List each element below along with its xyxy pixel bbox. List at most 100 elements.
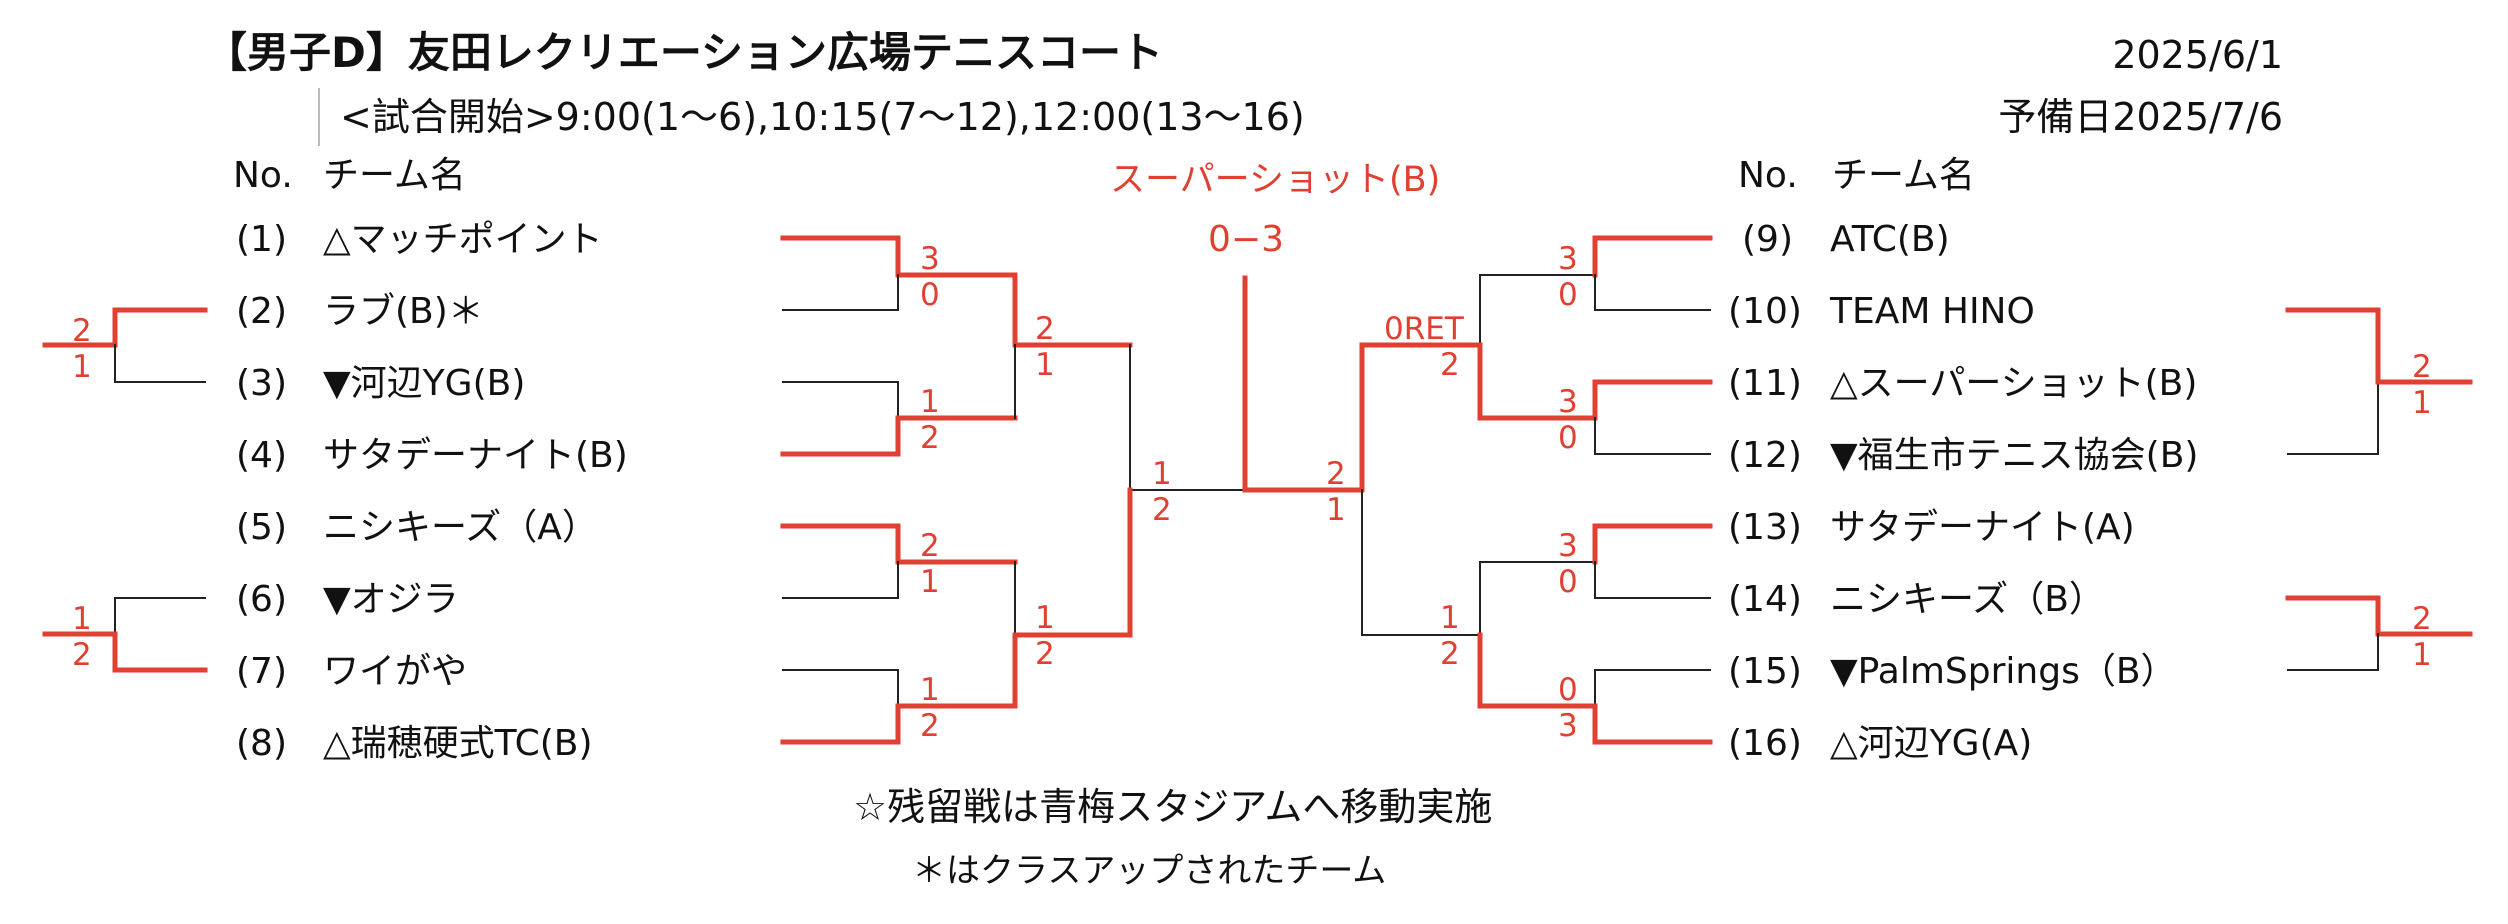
bracket-line [2287, 381, 2379, 455]
bracket-line-win [1012, 272, 1133, 348]
score-label: 1 [920, 384, 940, 420]
score-label: 1 [1326, 492, 1346, 528]
score-label: 2 [2412, 601, 2432, 637]
bracket-line [114, 344, 206, 383]
team-number: (3) [236, 363, 287, 404]
bracket-line [1361, 489, 1481, 636]
team-number: (10) [1728, 291, 1802, 332]
bracket-line-win [780, 703, 1018, 745]
team-name: △河辺YG(A) [1830, 723, 2033, 764]
bracket-line [1594, 417, 1711, 455]
bracket-line [782, 561, 899, 599]
bracket-line [1594, 669, 1711, 707]
bracket-line-win [1592, 235, 1713, 278]
team-name: △瑞穂硬式TC(B) [323, 723, 593, 764]
score-label: 2 [1440, 347, 1460, 383]
score-label: 0 [1558, 564, 1578, 600]
score-label: 3 [1558, 384, 1578, 420]
bracket-line-win [780, 523, 1018, 565]
team-number: (1) [236, 219, 287, 260]
score-label: 1 [1152, 456, 1172, 492]
team-number: (14) [1728, 579, 1802, 620]
left-no-header: No. [233, 155, 293, 196]
team-number: (8) [236, 723, 287, 764]
bracket-line [1479, 561, 1596, 636]
score-label: 2 [72, 313, 92, 349]
score-label: 1 [920, 672, 940, 708]
score-label: 1 [72, 349, 92, 385]
final-score: 0−3 [1208, 219, 1284, 260]
team-number: (4) [236, 435, 287, 476]
team-name: サタデーナイト(B) [323, 435, 628, 476]
bracket-line-win [1359, 342, 1483, 493]
bracket-line-win [780, 235, 1018, 278]
bracket-line-win [1592, 379, 1713, 421]
bracket-line [782, 381, 899, 419]
right-no-header: No. [1738, 155, 1798, 196]
team-number: (9) [1742, 219, 1793, 260]
team-number: (12) [1728, 435, 1802, 476]
score-label: 1 [72, 601, 92, 637]
score-label: 2 [1440, 636, 1460, 672]
right-team-header: チーム名 [1832, 155, 1975, 196]
class-up-note: ＊はクラスアップされたチーム [912, 851, 1387, 891]
score-label: 0 [1558, 277, 1578, 313]
team-number: (7) [236, 651, 287, 692]
team-name: TEAM HINO [1830, 291, 2035, 332]
team-number: (2) [236, 291, 287, 332]
team-number: (6) [236, 579, 287, 620]
score-label: 2 [920, 528, 940, 564]
score-label: 0RET [1384, 311, 1464, 347]
score-label: 2 [2412, 349, 2432, 385]
bracket-line-win [1477, 342, 1598, 421]
team-number: (16) [1728, 723, 1802, 764]
team-name: ▼河辺YG(B) [323, 363, 526, 404]
score-label: 0 [1558, 420, 1578, 456]
team-name: ▼オジラ [323, 579, 459, 620]
score-label: 1 [2412, 637, 2432, 673]
score-label: 3 [1558, 241, 1578, 277]
team-number: (5) [236, 507, 287, 548]
score-label: 1 [2412, 385, 2432, 421]
bracket-line [2287, 633, 2379, 671]
score-label: 1 [1035, 600, 1055, 636]
team-name: ニシキーズ（B） [1830, 579, 2105, 620]
score-label: 1 [1440, 600, 1460, 636]
bracket-line [782, 669, 899, 707]
score-label: 2 [1152, 492, 1172, 528]
left-team-header: チーム名 [323, 155, 466, 196]
bracket-line [1594, 274, 1711, 311]
bracket-line-win [1592, 523, 1713, 565]
bracket-line [1594, 561, 1711, 599]
team-name: ATC(B) [1830, 219, 1950, 260]
score-label: 1 [1035, 347, 1055, 383]
subtitle-divider [318, 88, 320, 146]
score-label: 2 [1035, 636, 1055, 672]
team-name: サタデーナイト(A) [1830, 507, 2135, 548]
tournament-date: 2025/6/1 [2112, 33, 2283, 77]
team-name: ▼PalmSprings（B） [1830, 651, 2177, 692]
score-label: 2 [920, 420, 940, 456]
score-label: 3 [1558, 708, 1578, 744]
team-name: △スーパーショット(B) [1830, 363, 2198, 404]
score-label: 3 [1558, 528, 1578, 564]
score-label: 1 [920, 564, 940, 600]
team-name: △マッチポイント [323, 219, 603, 260]
team-name: ラブ(B)＊ [323, 291, 484, 332]
reserve-date: 予備日2025/7/6 [1998, 95, 2283, 139]
bracket-line-win [1477, 632, 1598, 709]
team-number: (15) [1728, 651, 1802, 692]
bracket-line-win [1592, 703, 1713, 745]
bracket-line-win [42, 307, 208, 348]
bracket-line [114, 597, 206, 635]
start-times: <試合開始>9:00(1～6),10:15(7～12),12:00(13～16) [340, 95, 1305, 139]
page-title: 【男子D】友田レクリエーション広場テニスコート [205, 28, 1164, 77]
bracket-line-win [1012, 632, 1133, 709]
bracket-line-win [2285, 307, 2381, 385]
score-label: 0 [920, 277, 940, 313]
score-label: 2 [920, 708, 940, 744]
team-number: (11) [1728, 363, 1802, 404]
team-name: ワイがや [323, 651, 468, 692]
bracket-line [1129, 344, 1246, 491]
